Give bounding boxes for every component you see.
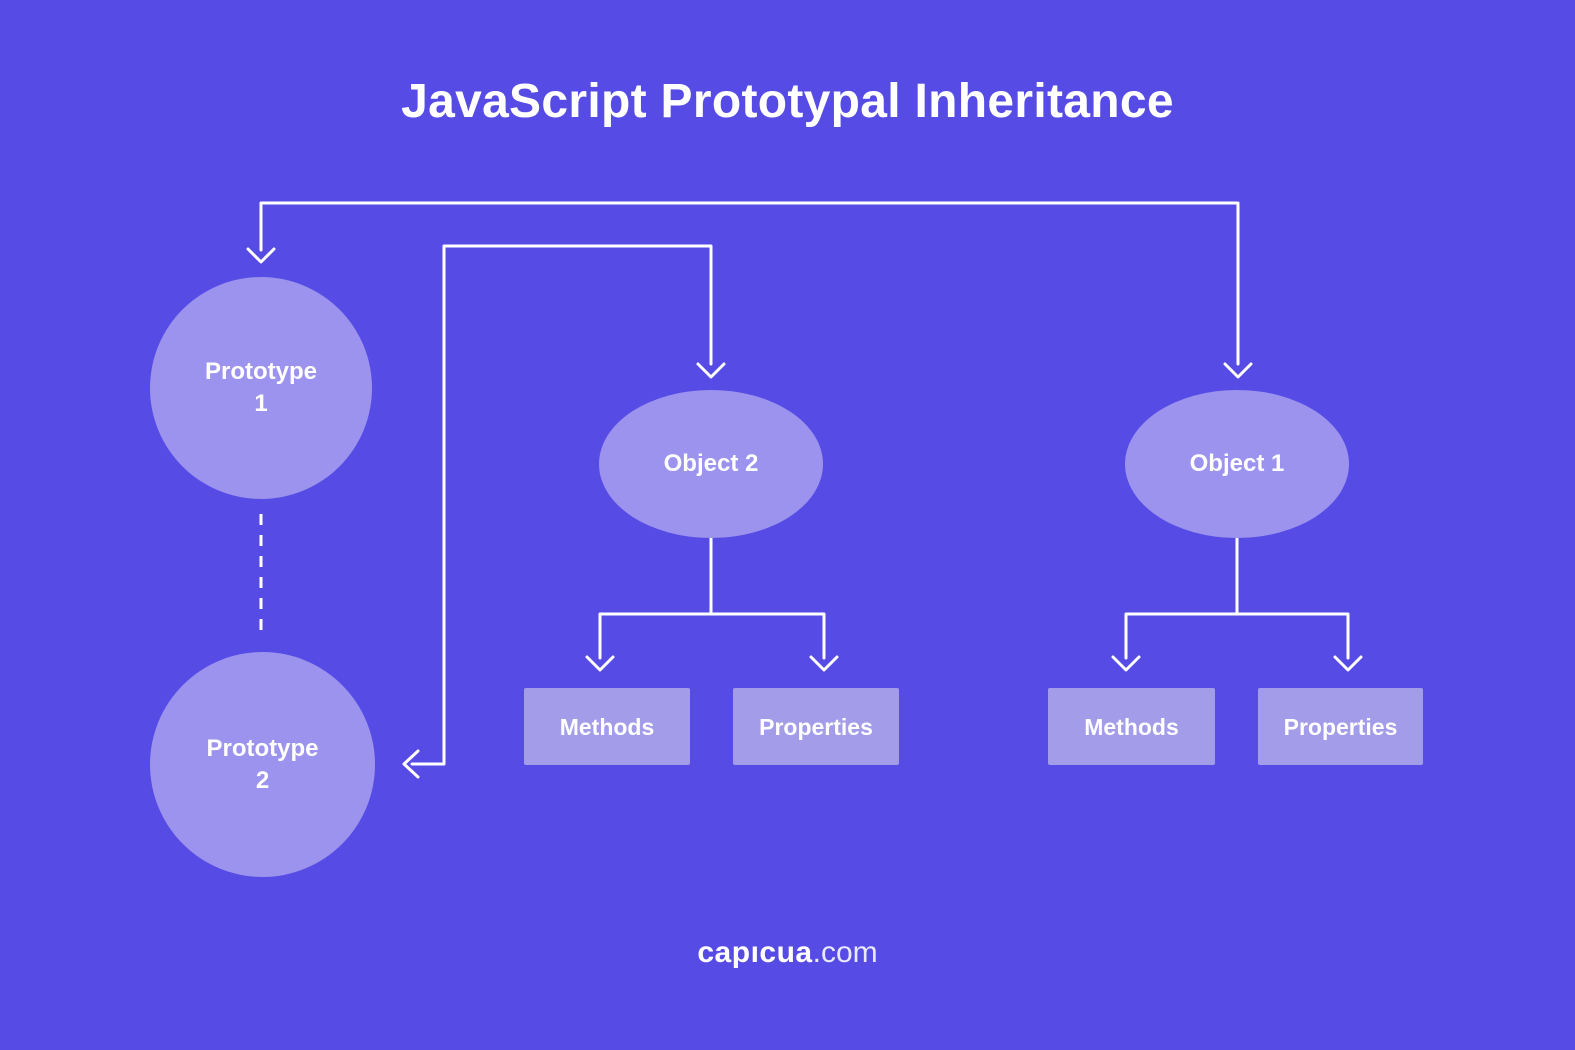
arrowhead-down-to-prototype1-icon <box>246 247 276 264</box>
arrowhead-left-to-prototype2-icon <box>402 749 420 779</box>
footer-brand: capıcua <box>697 936 813 969</box>
object2-subtree-line <box>598 536 826 660</box>
footer: capıcua.com <box>0 936 1575 970</box>
arrow-top-distribution-line <box>259 201 1240 366</box>
box-object2-methods: Methods <box>524 688 690 765</box>
arrow-object2-prototype2-line <box>410 244 713 766</box>
node-object-1: Object 1 <box>1125 390 1349 538</box>
arrowhead-down-to-object2-methods-icon <box>585 655 615 672</box>
node-prototype-2-number: 2 <box>255 766 270 794</box>
node-object-2-label: Object 2 <box>663 450 759 477</box>
arrowhead-down-to-object1-methods-icon <box>1111 655 1141 672</box>
arrowhead-down-to-object1-properties-icon <box>1333 655 1363 672</box>
footer-domain-suffix: .com <box>812 936 878 969</box>
arrowhead-down-to-object2-icon <box>696 362 726 379</box>
node-prototype-1-label: Prototype <box>204 358 317 385</box>
box-object1-properties-label: Properties <box>1283 713 1398 740</box>
page-title: JavaScript Prototypal Inheritance <box>401 75 1174 128</box>
node-prototype-2: Prototype 2 <box>150 652 375 877</box>
node-prototype-2-label: Prototype <box>206 734 319 762</box>
node-prototype-1: Prototype 1 <box>150 277 372 499</box>
box-object1-methods: Methods <box>1048 688 1215 765</box>
box-object2-properties: Properties <box>733 688 899 765</box>
node-object-1-label: Object 1 <box>1189 450 1285 477</box>
node-prototype-1-number: 1 <box>254 390 268 417</box>
box-object1-methods-label: Methods <box>1084 713 1179 740</box>
node-object-2: Object 2 <box>599 390 823 538</box>
box-object2-methods-label: Methods <box>559 713 655 740</box>
arrowhead-down-to-object2-properties-icon <box>809 655 839 672</box>
box-object1-properties: Properties <box>1258 688 1423 765</box>
arrowhead-down-to-object1-icon <box>1223 362 1253 379</box>
box-object2-properties-label: Properties <box>759 713 873 740</box>
object1-subtree-line <box>1124 536 1350 660</box>
